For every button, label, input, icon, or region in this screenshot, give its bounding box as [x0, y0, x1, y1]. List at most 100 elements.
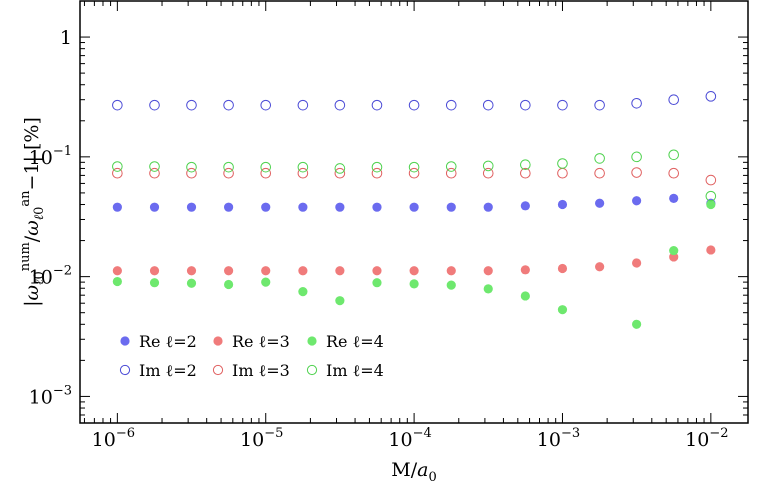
legend-label: Im ℓ=4 [326, 361, 384, 380]
data-point [371, 161, 383, 173]
data-point [372, 278, 382, 288]
data-point [298, 287, 308, 297]
x-tick-label: 10−6 [92, 426, 135, 451]
data-point [334, 167, 346, 179]
data-point [594, 167, 605, 179]
data-point [483, 284, 493, 294]
data-point [260, 167, 272, 179]
data-point [149, 278, 160, 288]
data-point [557, 167, 568, 179]
data-point [261, 277, 271, 287]
legend-label: Im ℓ=2 [139, 361, 197, 380]
y-tick-label: 1 [60, 27, 72, 49]
data-point [705, 174, 717, 186]
data-point [668, 149, 680, 161]
data-point [371, 167, 383, 179]
data-point [297, 99, 309, 111]
data-point [631, 97, 642, 109]
data-point [186, 266, 197, 276]
data-point [112, 99, 123, 111]
legend-marker [213, 336, 223, 346]
legend-marker [307, 336, 317, 346]
data-point [520, 201, 530, 211]
data-point [186, 202, 197, 212]
legend-marker [120, 336, 130, 346]
data-point [149, 99, 160, 111]
data-point [224, 202, 234, 212]
data-point [595, 198, 605, 208]
data-point [445, 161, 457, 172]
data-point [483, 202, 493, 212]
data-point [409, 266, 419, 276]
legend-marker [119, 364, 131, 376]
data-point [669, 252, 679, 262]
data-point [408, 99, 420, 111]
data-point [445, 167, 457, 179]
data-point [335, 296, 345, 306]
data-point [595, 262, 605, 272]
data-point [446, 280, 456, 290]
data-point [335, 266, 345, 276]
x-tick-label: 10−5 [240, 426, 283, 451]
data-point [632, 319, 642, 329]
data-point [446, 266, 456, 276]
data-point [706, 199, 716, 210]
legend-label: Im ℓ=3 [232, 361, 290, 380]
series-re-3 [112, 245, 716, 276]
data-point [297, 167, 309, 179]
series-im-4 [112, 149, 717, 202]
data-point [668, 94, 680, 105]
data-point [112, 167, 123, 179]
data-point [483, 266, 493, 276]
data-point [482, 167, 494, 179]
data-point [186, 161, 197, 173]
y-tick-label: 10−2 [29, 264, 72, 289]
data-point [632, 196, 642, 206]
data-point [260, 161, 272, 173]
data-point [149, 167, 160, 179]
data-point [186, 278, 197, 288]
data-point [520, 265, 530, 275]
data-point [112, 266, 122, 276]
data-point [297, 161, 309, 173]
series-re-4 [112, 199, 716, 329]
tick-marks [80, 0, 748, 424]
x-tick-label: 10−2 [685, 426, 728, 451]
data-point [482, 160, 494, 172]
data-point [371, 99, 383, 111]
data-point [669, 193, 679, 203]
data-point [261, 266, 271, 276]
data-point [631, 151, 642, 163]
legend-marker [306, 364, 318, 376]
data-point [372, 202, 382, 212]
data-point [557, 199, 568, 210]
legend-item: Re ℓ=3 [213, 332, 290, 351]
data-point [334, 99, 346, 111]
data-point [557, 158, 568, 169]
legend-item: Im ℓ=2 [119, 361, 197, 380]
legend-item: Im ℓ=3 [212, 361, 290, 380]
data-point [631, 167, 642, 178]
legend-item: Re ℓ=2 [120, 332, 197, 351]
data-point [557, 99, 568, 111]
data-point [705, 190, 717, 202]
legend-label: Re ℓ=2 [139, 332, 197, 351]
data-point [223, 167, 234, 179]
x-tick-label: 10−3 [537, 426, 580, 451]
data-point [334, 163, 346, 174]
data-point [594, 153, 605, 164]
y-tick-label: 10−1 [29, 144, 72, 169]
data-point [149, 266, 160, 276]
data-point [706, 245, 716, 255]
data-point [112, 161, 123, 172]
data-point [335, 202, 345, 212]
data-point [408, 167, 420, 179]
data-point [149, 202, 160, 212]
data-point [223, 161, 234, 173]
data-point [446, 202, 456, 212]
data-point [705, 91, 717, 102]
data-point [520, 167, 531, 179]
legend-marker [212, 364, 224, 376]
data-point [149, 161, 160, 172]
